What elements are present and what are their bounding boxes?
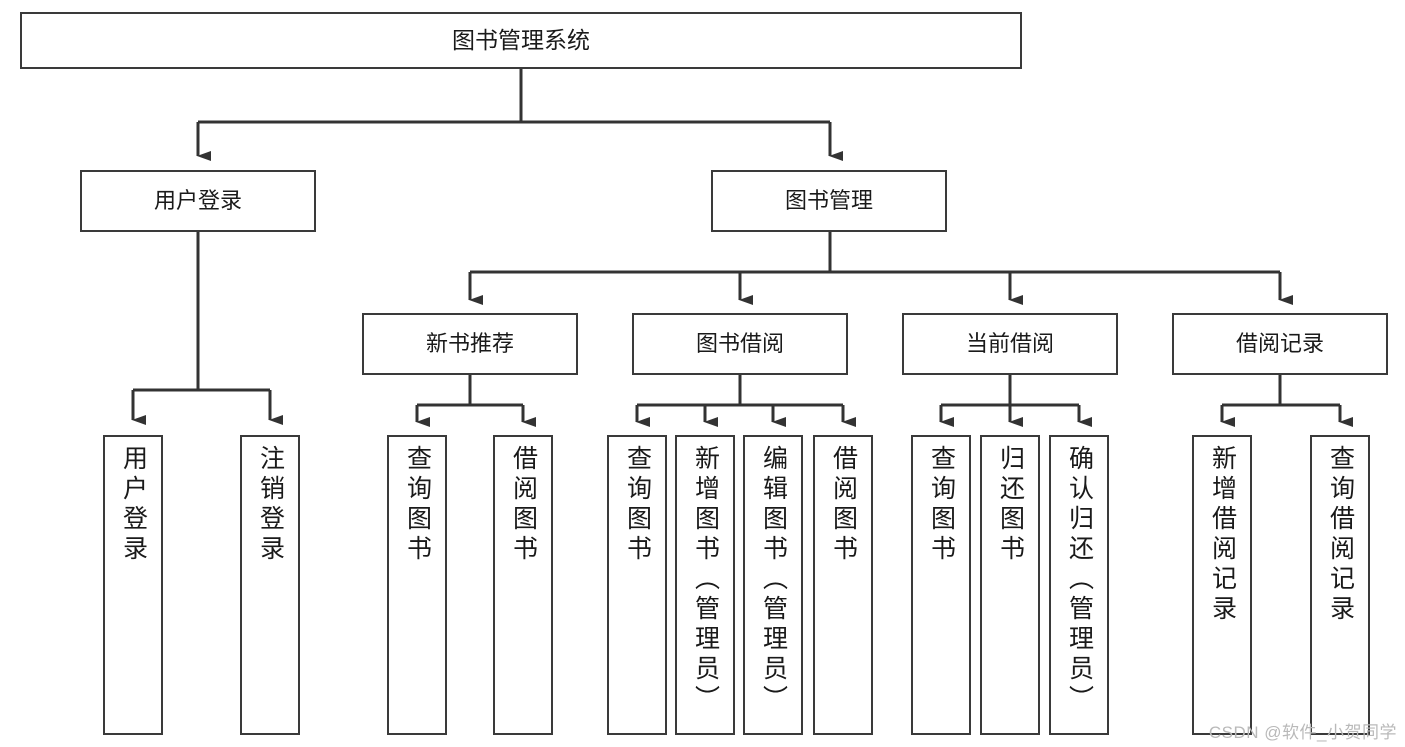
leaf-borrow-book[interactable]: 借阅图书 — [813, 435, 873, 735]
node-label: 图书管理 — [784, 187, 873, 213]
node-current-borrowing[interactable]: 当前借阅 — [902, 313, 1118, 375]
node-label: 图书借阅 — [695, 330, 784, 356]
leaf-edit-book-admin[interactable]: 编辑图书（管理员） — [743, 435, 803, 735]
leaf-user-login[interactable]: 用户登录 — [103, 435, 163, 735]
node-new-book-recommendation[interactable]: 新书推荐 — [362, 313, 578, 375]
node-book-borrowing[interactable]: 图书借阅 — [632, 313, 848, 375]
leaf-query-borrow-record[interactable]: 查询借阅记录 — [1310, 435, 1370, 735]
leaf-query-book-borrowing[interactable]: 查询图书 — [607, 435, 667, 735]
node-label: 当前借阅 — [965, 330, 1054, 356]
leaf-add-book-admin[interactable]: 新增图书（管理员） — [675, 435, 735, 735]
leaf-query-book-recommendation[interactable]: 查询图书 — [387, 435, 447, 735]
node-label: 查询图书 — [927, 445, 956, 565]
node-root-system[interactable]: 图书管理系统 — [20, 12, 1022, 69]
node-label: 借阅图书 — [829, 445, 858, 565]
leaf-add-borrow-record[interactable]: 新增借阅记录 — [1192, 435, 1252, 735]
node-label: 查询借阅记录 — [1326, 445, 1355, 625]
leaf-return-book[interactable]: 归还图书 — [980, 435, 1040, 735]
leaf-logout[interactable]: 注销登录 — [240, 435, 300, 735]
node-label: 确认归还（管理员） — [1065, 445, 1094, 715]
leaf-borrow-book-recommendation[interactable]: 借阅图书 — [493, 435, 553, 735]
node-book-management[interactable]: 图书管理 — [711, 170, 947, 232]
leaf-query-book-current[interactable]: 查询图书 — [911, 435, 971, 735]
node-user-login[interactable]: 用户登录 — [80, 170, 316, 232]
watermark: CSDN @软件_小贺同学 — [1208, 723, 1397, 742]
node-label: 借阅记录 — [1235, 330, 1324, 356]
node-label: 查询图书 — [623, 445, 652, 565]
node-label: 查询图书 — [403, 445, 432, 565]
node-label: 新增图书（管理员） — [691, 445, 720, 715]
node-borrowing-record[interactable]: 借阅记录 — [1172, 313, 1388, 375]
node-label: 新增借阅记录 — [1208, 445, 1237, 625]
node-label: 借阅图书 — [509, 445, 538, 565]
node-label: 图书管理系统 — [452, 26, 590, 53]
leaf-confirm-return-admin[interactable]: 确认归还（管理员） — [1049, 435, 1109, 735]
node-label: 用户登录 — [119, 445, 148, 565]
node-label: 用户登录 — [153, 187, 242, 213]
node-label: 编辑图书（管理员） — [759, 445, 788, 715]
node-label: 新书推荐 — [425, 330, 514, 356]
node-label: 归还图书 — [996, 445, 1025, 565]
node-label: 注销登录 — [256, 445, 285, 565]
